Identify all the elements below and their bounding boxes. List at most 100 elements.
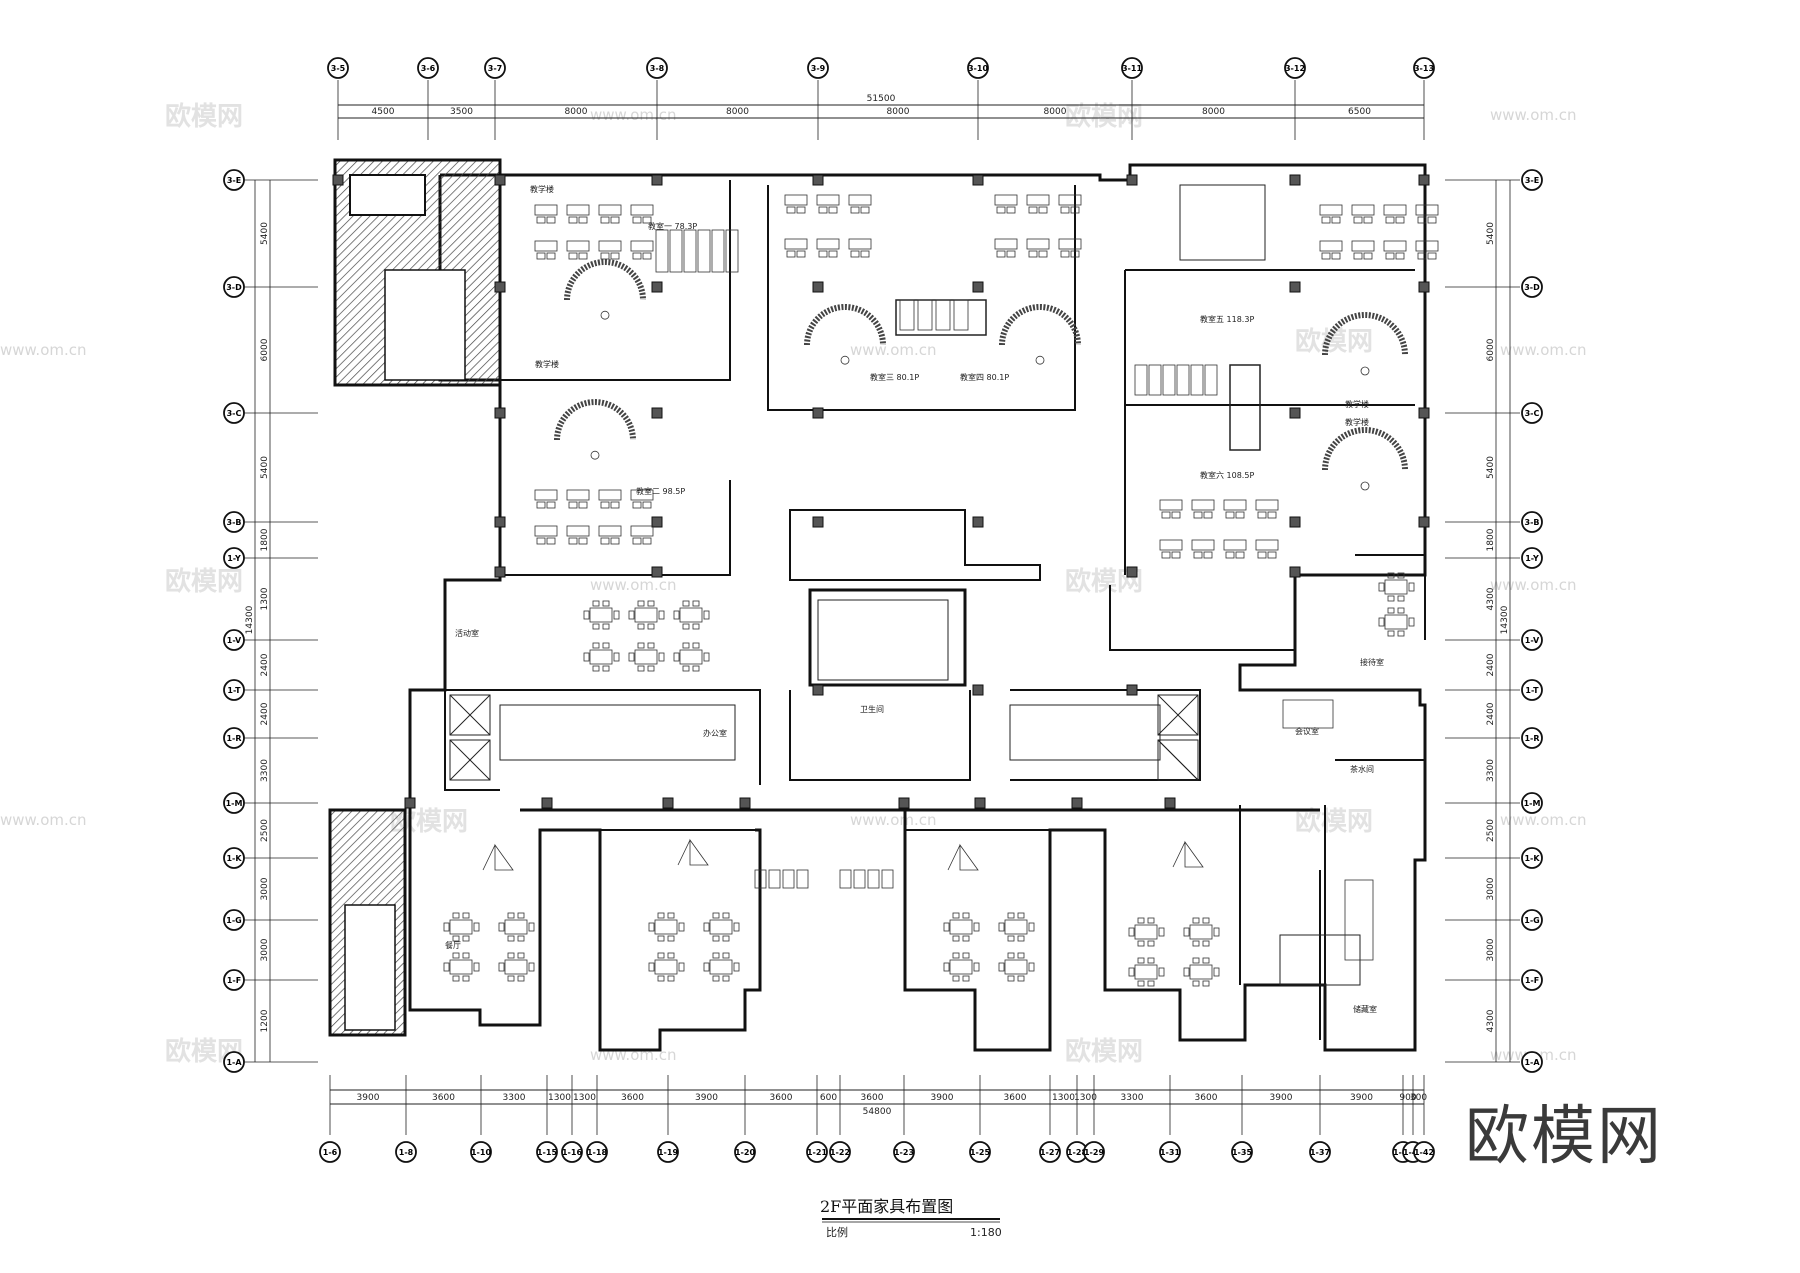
chair bbox=[1363, 252, 1373, 260]
right-dim: 6000 bbox=[1486, 338, 1496, 361]
chair bbox=[952, 952, 960, 959]
toilet-cubicle bbox=[867, 869, 880, 889]
toilet-cubicle bbox=[899, 299, 915, 331]
chair bbox=[667, 975, 675, 982]
top-dim: 8000 bbox=[1202, 107, 1225, 117]
dining-table bbox=[1189, 964, 1213, 980]
desk bbox=[1351, 240, 1375, 252]
chair bbox=[452, 975, 460, 982]
chair bbox=[1397, 630, 1405, 637]
chair bbox=[962, 975, 970, 982]
chair bbox=[610, 537, 620, 545]
right-axis-bubble bbox=[1521, 629, 1543, 651]
chair bbox=[602, 665, 610, 672]
chair bbox=[1070, 250, 1080, 258]
right-dim: 4300 bbox=[1486, 1009, 1496, 1032]
chair bbox=[692, 623, 700, 630]
teacher-seat bbox=[1360, 366, 1370, 376]
watermark-url: www.om.cn bbox=[1500, 341, 1587, 359]
dining-table bbox=[654, 919, 678, 935]
chair bbox=[1038, 206, 1048, 214]
watermark-cn: 欧模网 bbox=[165, 101, 243, 132]
desk bbox=[598, 204, 622, 216]
chair bbox=[1017, 935, 1025, 942]
chair bbox=[632, 252, 642, 260]
chair bbox=[658, 652, 665, 662]
column bbox=[494, 566, 506, 578]
chair bbox=[1213, 927, 1220, 937]
chair bbox=[473, 962, 480, 972]
chair bbox=[1385, 252, 1395, 260]
chair bbox=[818, 206, 828, 214]
chair bbox=[517, 912, 525, 919]
toilet-cubicle bbox=[853, 869, 866, 889]
right-axis-bubble-label: 1-K bbox=[1524, 854, 1540, 863]
dining-table bbox=[1189, 924, 1213, 940]
stairs-and-elevators bbox=[449, 184, 1361, 986]
chair bbox=[1128, 967, 1135, 977]
chair bbox=[1171, 511, 1181, 519]
bottom-axis-bubble bbox=[1159, 1141, 1181, 1163]
bottom-axis-bubble-label: 1-21 bbox=[807, 1148, 827, 1157]
column bbox=[1418, 516, 1430, 528]
bottom-axis-bubble bbox=[1231, 1141, 1253, 1163]
right-axis-bubble bbox=[1521, 511, 1543, 533]
bottom-dim: 3300 bbox=[503, 1093, 526, 1103]
toilet-cubicle bbox=[917, 299, 933, 331]
room-label-activity: 活动室 bbox=[455, 628, 479, 638]
desk bbox=[848, 238, 872, 250]
chair bbox=[1192, 917, 1200, 924]
column bbox=[972, 516, 984, 528]
chair bbox=[1006, 206, 1016, 214]
column bbox=[541, 797, 553, 809]
chair bbox=[578, 252, 588, 260]
chair bbox=[452, 952, 460, 959]
top-axis-bubble-label: 3-10 bbox=[968, 64, 988, 73]
room-label-classroom-3: 教室三 80.1P bbox=[870, 372, 919, 382]
teacher-seat bbox=[590, 450, 600, 460]
chair bbox=[1378, 582, 1385, 592]
desk bbox=[630, 525, 654, 537]
top-axis-bubble bbox=[327, 57, 349, 79]
desk bbox=[1223, 499, 1247, 511]
brand-logo: 欧模网 bbox=[1465, 1100, 1663, 1174]
right-axis-bubble-label: 1-F bbox=[1525, 976, 1539, 985]
top-axis-bubble-label: 3-9 bbox=[811, 64, 826, 73]
column bbox=[494, 516, 506, 528]
desk bbox=[598, 240, 622, 252]
right-dim: 5400 bbox=[1486, 222, 1496, 245]
chair bbox=[1193, 551, 1203, 559]
teacher-seat bbox=[600, 310, 610, 320]
toilet-cubicle bbox=[725, 229, 739, 273]
bottom-dim: 3900 bbox=[931, 1093, 954, 1103]
top-axis-bubble-label: 3-7 bbox=[488, 64, 502, 73]
desk bbox=[630, 489, 654, 501]
bottom-axis-bubble-label: 1-27 bbox=[1040, 1148, 1060, 1157]
chair bbox=[682, 642, 690, 649]
desk bbox=[994, 194, 1018, 206]
chair bbox=[592, 642, 600, 649]
chair bbox=[1387, 607, 1395, 614]
chair bbox=[647, 600, 655, 607]
chair bbox=[1017, 952, 1025, 959]
chair bbox=[578, 216, 588, 224]
chair bbox=[1225, 551, 1235, 559]
bottom-axis-bubble-label: 1-23 bbox=[894, 1148, 914, 1157]
dining-table bbox=[949, 919, 973, 935]
chair bbox=[1128, 927, 1135, 937]
bottom-axis-bubble bbox=[893, 1141, 915, 1163]
room-label-classroom-5: 教室五 118.3P bbox=[1200, 314, 1254, 324]
chair bbox=[1397, 572, 1405, 579]
top-axis-bubble bbox=[1413, 57, 1435, 79]
chair bbox=[1225, 511, 1235, 519]
chair bbox=[1183, 927, 1190, 937]
chair bbox=[528, 962, 535, 972]
column bbox=[972, 684, 984, 696]
chair bbox=[517, 975, 525, 982]
column bbox=[651, 281, 663, 293]
toilet-cubicle bbox=[953, 299, 969, 331]
watermark-cn: 欧模网 bbox=[1065, 101, 1143, 132]
chair bbox=[692, 642, 700, 649]
